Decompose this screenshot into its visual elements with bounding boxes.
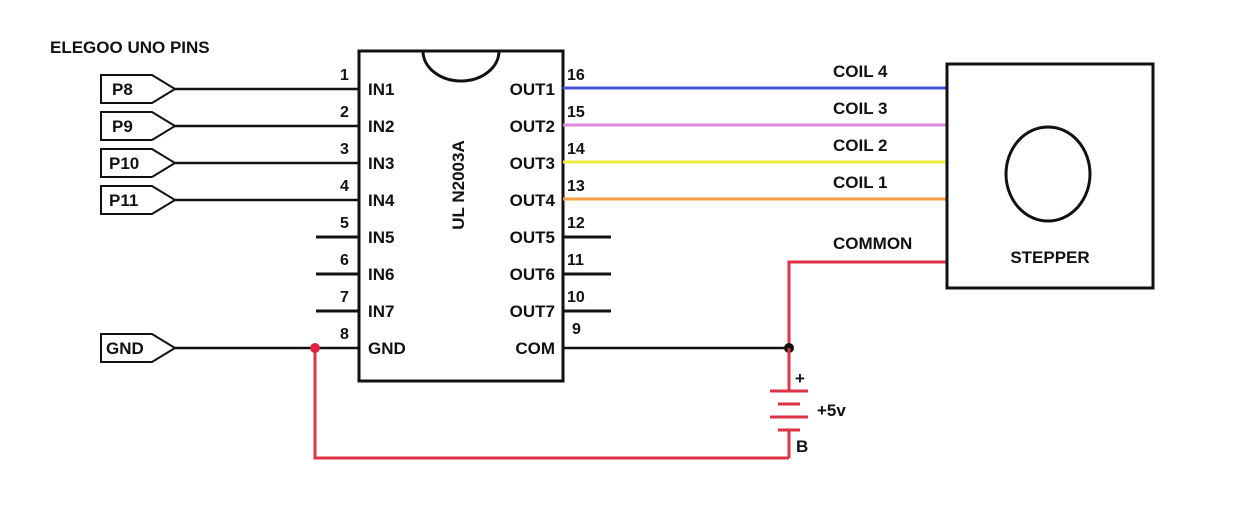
gnd-junction-dot — [310, 343, 320, 353]
arduino-pin-label: P9 — [112, 117, 133, 136]
battery-label: B — [796, 437, 808, 456]
arduino-pin-p8: P8 — [100, 74, 359, 104]
pin-label: COM — [515, 339, 555, 358]
pin-number: 4 — [340, 178, 349, 195]
pin-number: 15 — [567, 104, 585, 121]
arduino-pin-p11: P11 — [100, 185, 359, 215]
pin-number: 9 — [572, 321, 581, 338]
arduino-pin-gnd: GND — [100, 333, 359, 363]
stepper-label: STEPPER — [1010, 248, 1089, 267]
pin-label: OUT1 — [510, 80, 555, 99]
arduino-pin-label: P8 — [112, 80, 133, 99]
pin-label: IN4 — [368, 191, 395, 210]
pin-number: 12 — [567, 215, 585, 232]
arduino-pin-label: P10 — [109, 154, 139, 173]
pin-number: 8 — [340, 326, 349, 343]
coil-2-label: COIL 2 — [833, 136, 887, 155]
pin-number: 11 — [567, 252, 584, 269]
pin-number: 14 — [567, 141, 585, 158]
common-wire — [787, 260, 947, 348]
chip-name: UL N2003A — [449, 140, 468, 229]
pin-number: 13 — [567, 178, 585, 195]
pin-label: OUT3 — [510, 154, 555, 173]
pin-label: OUT6 — [510, 265, 555, 284]
pin-label: IN2 — [368, 117, 394, 136]
battery-plus-sign: + — [795, 369, 805, 388]
pin-number: 1 — [340, 67, 349, 84]
coil-4-label: COIL 4 — [833, 62, 888, 81]
pin-label: IN6 — [368, 265, 394, 284]
arduino-pin-label: P11 — [109, 191, 138, 210]
arduino-pin-p10: P10 — [100, 148, 359, 178]
arduino-pin-p9: P9 — [100, 111, 359, 141]
battery-voltage: +5v — [817, 401, 846, 420]
pin-number: 6 — [340, 252, 349, 269]
coil-3-label: COIL 3 — [833, 99, 887, 118]
pin-number: 5 — [340, 215, 349, 232]
stepper-motor: STEPPER — [945, 62, 1155, 290]
pin-label: OUT4 — [510, 191, 556, 210]
arduino-pins-title: ELEGOO UNO PINS — [50, 38, 210, 57]
pin-label: IN5 — [368, 228, 394, 247]
uln2003a-chip: UL N2003A — [357, 49, 565, 383]
pin-label: GND — [368, 339, 406, 358]
battery-circuit — [313, 348, 808, 460]
common-label: COMMON — [833, 234, 912, 253]
pin-label: OUT2 — [510, 117, 555, 136]
arduino-pin-label: GND — [106, 339, 144, 358]
rotor-circle-icon — [1004, 125, 1092, 223]
pin-number: 16 — [567, 67, 585, 84]
pin-label: OUT5 — [510, 228, 555, 247]
pin-number: 2 — [340, 104, 349, 121]
pin-label: IN7 — [368, 302, 394, 321]
pin-label: IN3 — [368, 154, 394, 173]
coil-1-label: COIL 1 — [833, 173, 887, 192]
pin-number: 10 — [567, 289, 585, 306]
pin-number: 3 — [340, 141, 349, 158]
pin-number: 7 — [340, 289, 349, 306]
pin-label: OUT7 — [510, 302, 555, 321]
pin-label: IN1 — [368, 80, 394, 99]
